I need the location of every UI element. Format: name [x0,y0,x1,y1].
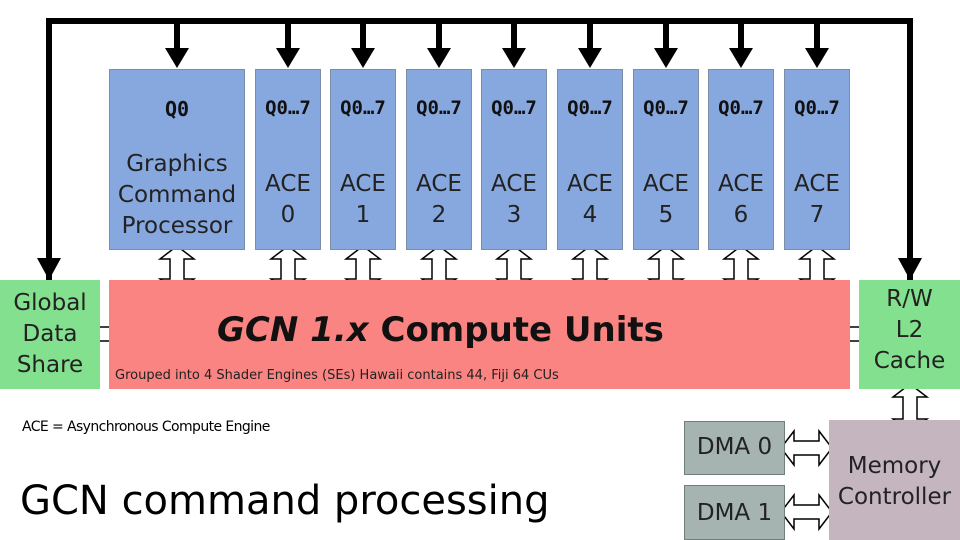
ace-label: ACE 2 [407,169,471,231]
l2-line: Cache [873,348,946,374]
ace-label-text: ACE [416,171,462,197]
ace-queue: Q0…7 [643,97,689,119]
down-arrow [654,48,678,68]
ace-index: 5 [658,202,674,228]
footer-title: GCN command processing [20,478,550,524]
ace-queue: Q0…7 [718,97,764,119]
down-arrow [578,48,602,68]
ace-index: 6 [733,202,749,228]
top-bus-line [46,18,913,280]
down-arrow [805,48,829,68]
gcp-label-line: Processor [121,213,233,239]
ace-label: ACE 1 [331,169,395,231]
down-arrow [427,48,451,68]
ace-label: ACE 7 [785,169,849,231]
legend-note: ACE = Asynchronous Compute Engine [22,419,270,435]
ace-label: ACE 4 [558,169,622,231]
graphics-command-processor: Q0 Graphics Command Processor [109,69,245,250]
ace-queue: Q0…7 [794,97,840,119]
ace-label-text: ACE [794,171,840,197]
double-arrow [780,428,833,468]
ace-queue: Q0…7 [416,97,462,119]
ace-label-text: ACE [491,171,537,197]
compute-units-subtitle: Grouped into 4 Shader Engines (SEs) Hawa… [115,368,559,383]
compute-units-block: GCN 1.x Compute Units Grouped into 4 Sha… [109,280,850,389]
ace-label-text: ACE [340,171,386,197]
gds-line: Share [16,352,84,378]
dma-1-label: DMA 1 [696,500,773,526]
dma-0: DMA 0 [684,421,785,475]
down-arrows [37,21,922,280]
ace-label-text: ACE [718,171,764,197]
ace-label-text: ACE [567,171,613,197]
gcp-label-line: Graphics [126,151,228,177]
gcp-queue: Q0 [164,97,190,121]
ace-label: ACE 5 [634,169,698,231]
mc-line: Memory [847,453,942,479]
double-arrow [780,492,833,532]
ace-index: 2 [431,202,447,228]
cu-title-italic: GCN 1.x [217,310,369,350]
ace-queue: Q0…7 [491,97,537,119]
dma-1: DMA 1 [684,485,785,540]
l2-line: R/W [886,286,933,312]
l2-cache: R/W L2 Cache [859,280,960,389]
down-arrow [37,258,61,280]
ace-index: 0 [280,202,296,228]
ace-label: ACE 0 [256,169,320,231]
ace-label: ACE 3 [482,169,546,231]
ace-queue: Q0…7 [340,97,386,119]
ace-index: 7 [809,202,825,228]
global-data-share: Global Data Share [0,280,100,389]
ace-label-text: ACE [265,171,311,197]
down-arrow [729,48,753,68]
gds-line: Data [22,321,78,347]
down-arrow [276,48,300,68]
ace-index: 4 [582,202,598,228]
down-arrow [165,48,189,68]
ace-queue: Q0…7 [265,97,311,119]
down-arrow [898,258,922,280]
l2-line: L2 [895,317,924,343]
ace-queue: Q0…7 [567,97,613,119]
mc-line: Controller [837,484,952,510]
down-arrow [351,48,375,68]
cu-title-rest: Compute Units [368,310,664,350]
compute-units-title: GCN 1.x Compute Units [217,310,664,350]
gds-line: Global [13,290,87,316]
gcp-label-line: Command [117,182,237,208]
ace-index: 3 [506,202,522,228]
down-arrow [502,48,526,68]
ace-label: ACE 6 [709,169,773,231]
memory-controller: Memory Controller [829,420,960,540]
ace-index: 1 [355,202,371,228]
gcp-label: Graphics Command Processor [110,149,244,242]
ace-label-text: ACE [643,171,689,197]
dma-0-label: DMA 0 [696,434,773,460]
